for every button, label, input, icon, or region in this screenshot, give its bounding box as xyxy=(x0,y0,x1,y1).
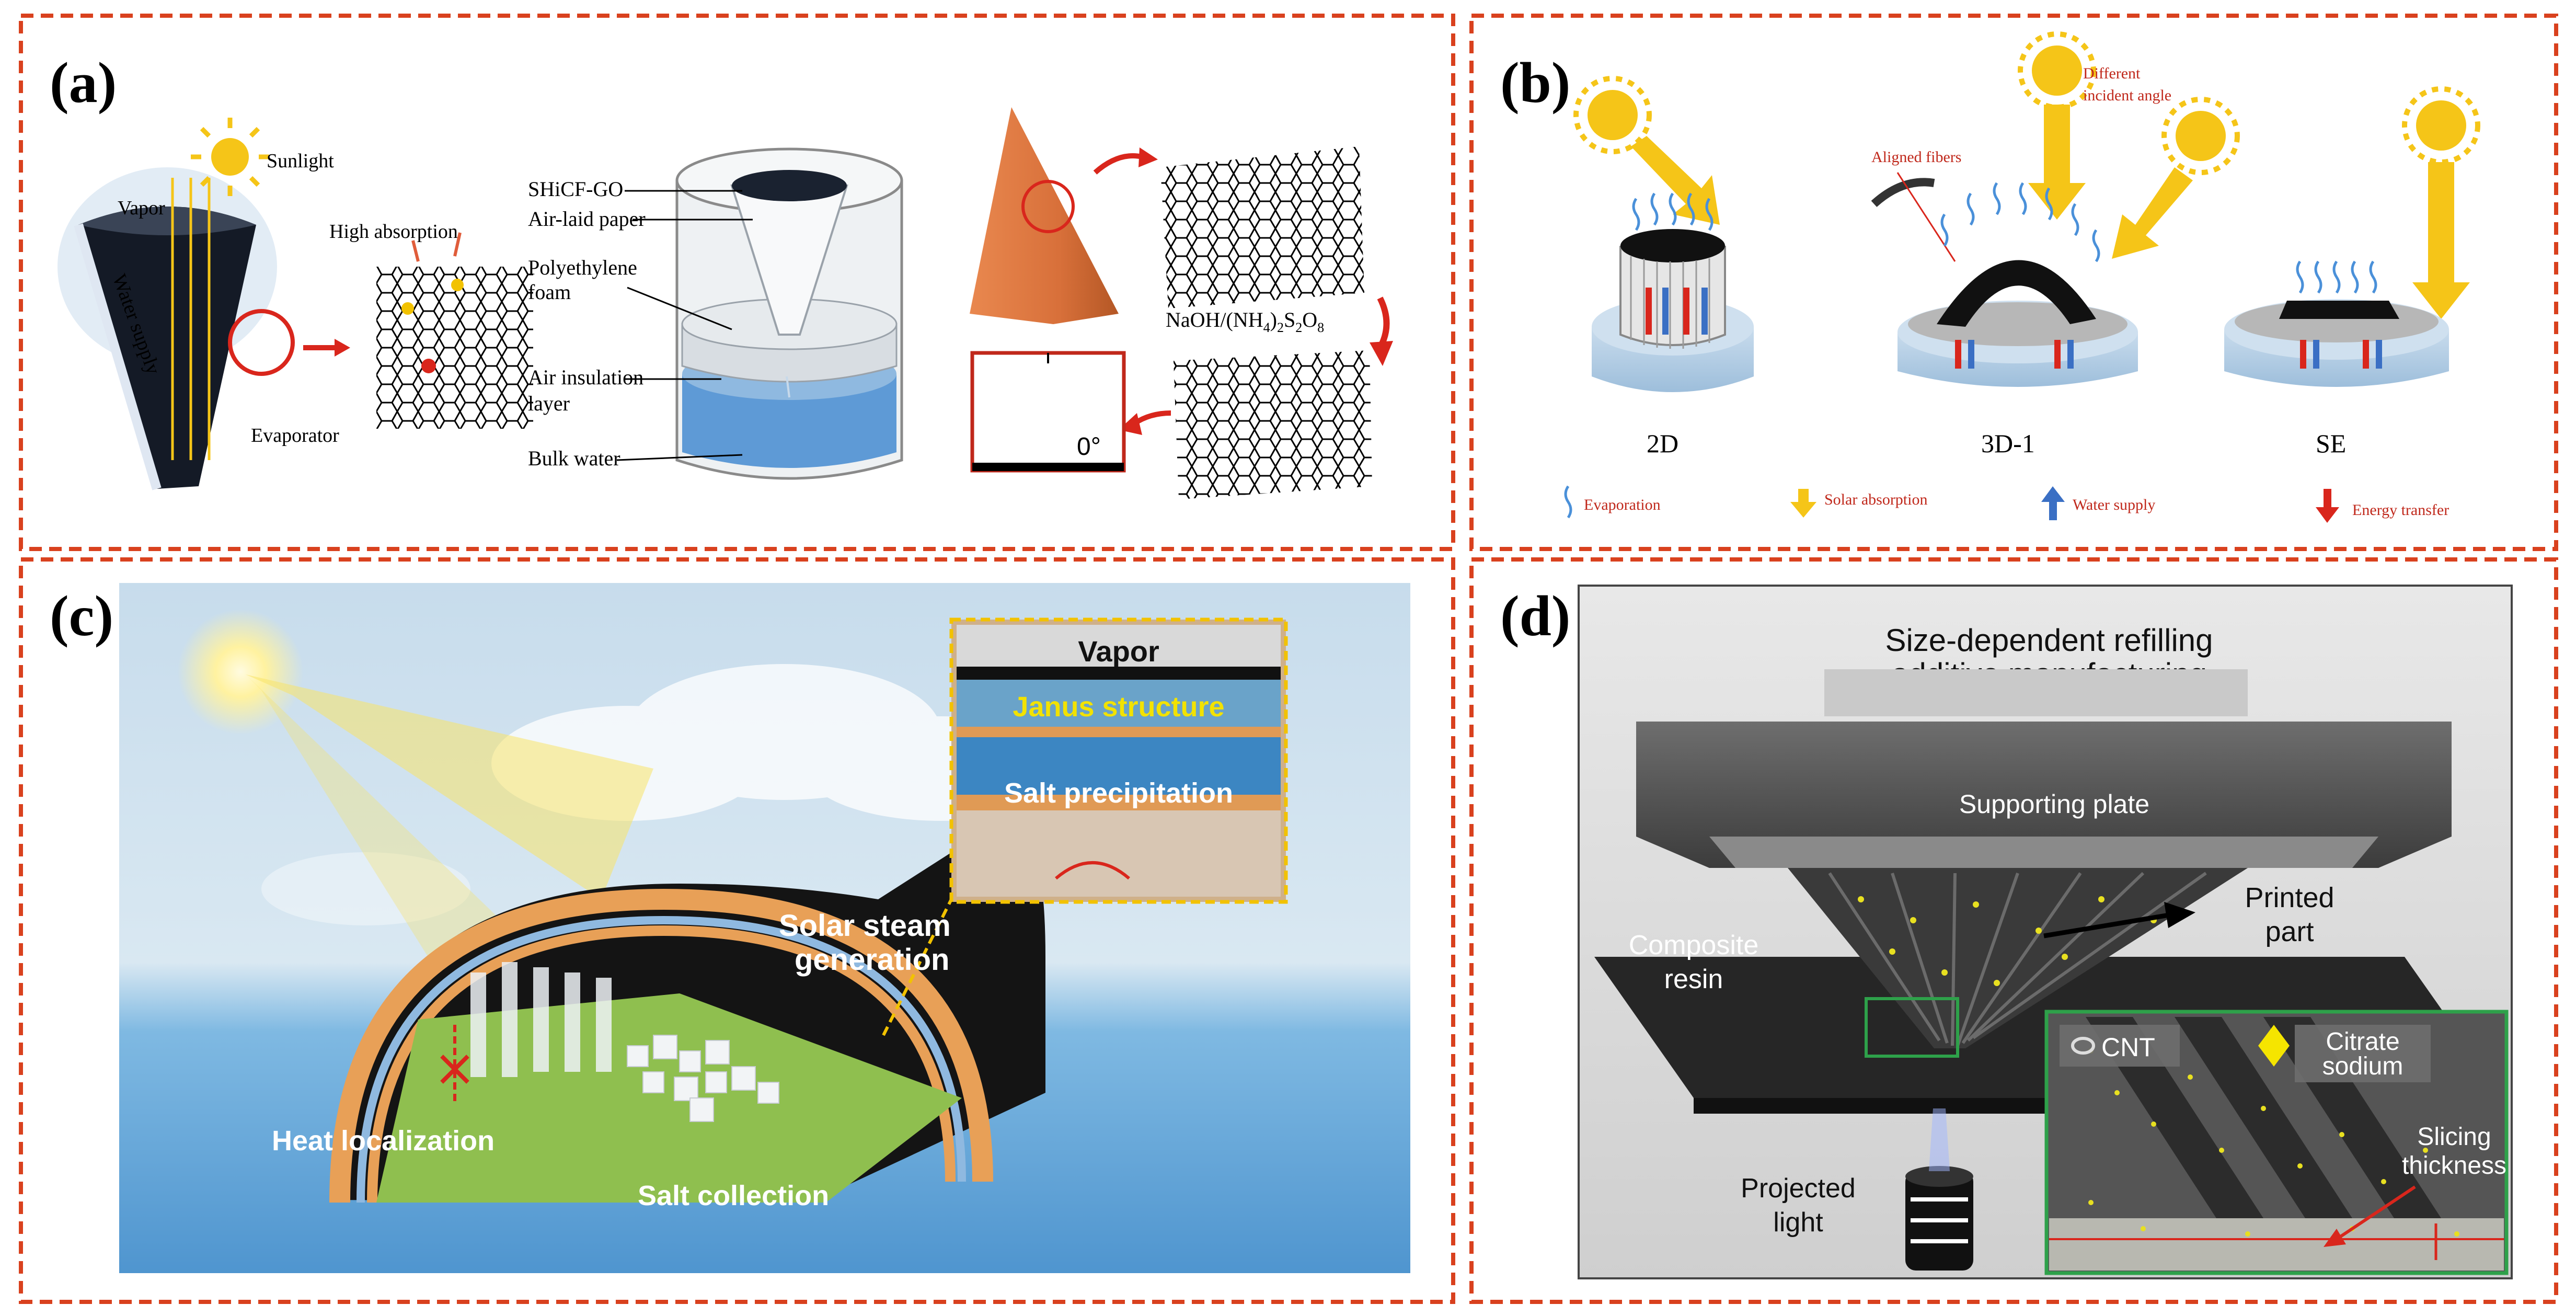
vapor-label-a: Vapor xyxy=(118,197,165,219)
curved-arrow-icon xyxy=(1093,153,1143,175)
salt-precipitation-label: Salt precipitation xyxy=(1004,777,1233,809)
janus-structure-label: Janus structure xyxy=(1013,691,1224,723)
zoom-inset-d: CNT Citrate sodium Slicing thickness xyxy=(2044,1010,2509,1275)
legend-evaporation: Evaporation xyxy=(1584,496,1661,513)
polyethylene-label: Polyethylene xyxy=(528,256,637,279)
sun-icon xyxy=(191,118,269,196)
cone-evaporator xyxy=(58,167,295,490)
citrate-line2: sodium xyxy=(2322,1052,2404,1080)
slicing-arrow-icon xyxy=(2324,1229,2346,1247)
config-3d-label: 3D-1 xyxy=(1981,429,2035,458)
layer-label: layer xyxy=(528,392,570,415)
salt-collection-label: Salt collection xyxy=(638,1180,829,1211)
config-se-label: SE xyxy=(2316,429,2346,458)
contact-angle-value: 0° xyxy=(1077,433,1101,461)
device-leader-lines xyxy=(616,190,753,461)
solar-steam-line2: generation xyxy=(795,943,950,977)
aligned-fibers-label: Aligned fibers xyxy=(1871,148,1961,166)
frame-a xyxy=(19,14,1455,551)
energy-transfer-icon xyxy=(2316,489,2339,523)
cnt-icon xyxy=(2071,1037,2095,1055)
frame-c xyxy=(19,557,1455,1304)
sun-icon-c xyxy=(178,609,303,735)
sun-icon-b3 xyxy=(2161,97,2240,175)
title-line1: Size-dependent refilling xyxy=(1885,623,2213,658)
panel-c: Vapor Janus structure Salt precipitation… xyxy=(50,583,1410,1273)
printed-line1: Printed xyxy=(2245,882,2334,913)
zoom-box-small xyxy=(1865,997,1959,1058)
legend-energy-transfer: Energy transfer xyxy=(2352,501,2449,519)
cnt-label: CNT xyxy=(2101,1033,2155,1062)
air-laid-paper-label: Air-laid paper xyxy=(528,207,646,231)
bulk-water-label: Bulk water xyxy=(528,447,620,470)
molecular-structure xyxy=(376,232,533,429)
projected-line2: light xyxy=(1773,1207,1823,1238)
shicf-go-label: SHiCF-GO xyxy=(528,177,623,201)
high-absorption-label: High absorption xyxy=(329,221,458,243)
sun-beams xyxy=(246,674,653,899)
panel-d: (d) Size-dependent refilling additive ma… xyxy=(1500,584,2513,1279)
different-angle-line1: Different xyxy=(2083,65,2141,82)
legend-water-supply: Water supply xyxy=(2073,496,2155,513)
base-3d xyxy=(1871,172,2138,387)
foam-label: foam xyxy=(528,280,571,304)
composite-line1: Composite xyxy=(1629,930,1759,960)
different-angle-line2: incident angle xyxy=(2083,87,2171,104)
legend-b: Evaporation Solar absorption Water suppl… xyxy=(1564,485,2449,523)
zoom-circle xyxy=(1021,180,1075,233)
air-insulation-label: Air insulation xyxy=(528,365,643,389)
frame-b xyxy=(1469,14,2558,551)
down-arrow-icon xyxy=(1377,296,1390,349)
frame-d xyxy=(1469,557,2558,1304)
panel-b-label: (b) xyxy=(1500,51,1570,115)
panel-d-label: (d) xyxy=(1500,584,1570,648)
printed-part xyxy=(1788,868,2248,1048)
solar-absorption-icon xyxy=(1790,489,1816,518)
sun-icon-b2 xyxy=(2018,31,2096,110)
evaporator-label: Evaporator xyxy=(251,425,339,447)
printed-line2: part xyxy=(2265,916,2314,947)
slicing-line1: Slicing xyxy=(2417,1123,2491,1151)
panel-frames xyxy=(19,14,2558,1304)
base-se xyxy=(2224,299,2449,387)
supporting-plate-label: Supporting plate xyxy=(1959,789,2149,819)
heat-localization-label: Heat localization xyxy=(272,1125,494,1157)
carbon-network xyxy=(1174,350,1372,499)
vapor-squiggles xyxy=(1632,182,2377,294)
left-arrow-icon xyxy=(1133,410,1171,426)
inset-vapor-label: Vapor xyxy=(1078,635,1159,668)
supporting-plate xyxy=(1636,722,2452,868)
projected-line1: Projected xyxy=(1741,1173,1856,1204)
reagent-label: NaOH/(NH4)2S2O8 xyxy=(1166,308,1324,335)
panel-a: (a) Sunlight Vapor High absorption Water… xyxy=(50,51,1393,499)
projector-icon xyxy=(1905,1108,1973,1271)
printed-part-arrow-icon xyxy=(2164,902,2195,928)
evaporation-icon xyxy=(1564,485,1572,519)
sun-icon-b4 xyxy=(2402,86,2480,165)
slicing-line2: thickness xyxy=(2402,1152,2506,1180)
citrate-icon xyxy=(2258,1025,2290,1067)
solar-arrows xyxy=(1631,105,2470,319)
legend-solar-absorption: Solar absorption xyxy=(1824,491,1927,508)
base-2d xyxy=(1592,229,1754,392)
water-supply-icon xyxy=(2041,486,2065,520)
solar-steam-line1: Solar steam xyxy=(779,909,951,943)
top-block xyxy=(1824,669,2248,716)
panel-b: (b) Different incident angle Aligned fib… xyxy=(1500,31,2480,523)
panel-a-label: (a) xyxy=(50,51,117,115)
half-cylinder-device xyxy=(329,816,1045,1203)
copper-network xyxy=(1160,146,1364,308)
sunlight-label: Sunlight xyxy=(267,150,334,172)
config-2d-label: 2D xyxy=(1647,429,1678,458)
contact-angle-box: 0° xyxy=(970,351,1126,473)
composite-line2: resin xyxy=(1664,964,1723,994)
orange-cone xyxy=(970,107,1119,324)
citrate-line1: Citrate xyxy=(2326,1028,2399,1056)
evaporation-device xyxy=(675,147,903,480)
zoom-inset: Vapor Janus structure Salt precipitation xyxy=(882,617,1288,1036)
panel-c-label: (c) xyxy=(50,584,113,648)
sun-icon-b1 xyxy=(1573,76,1652,154)
